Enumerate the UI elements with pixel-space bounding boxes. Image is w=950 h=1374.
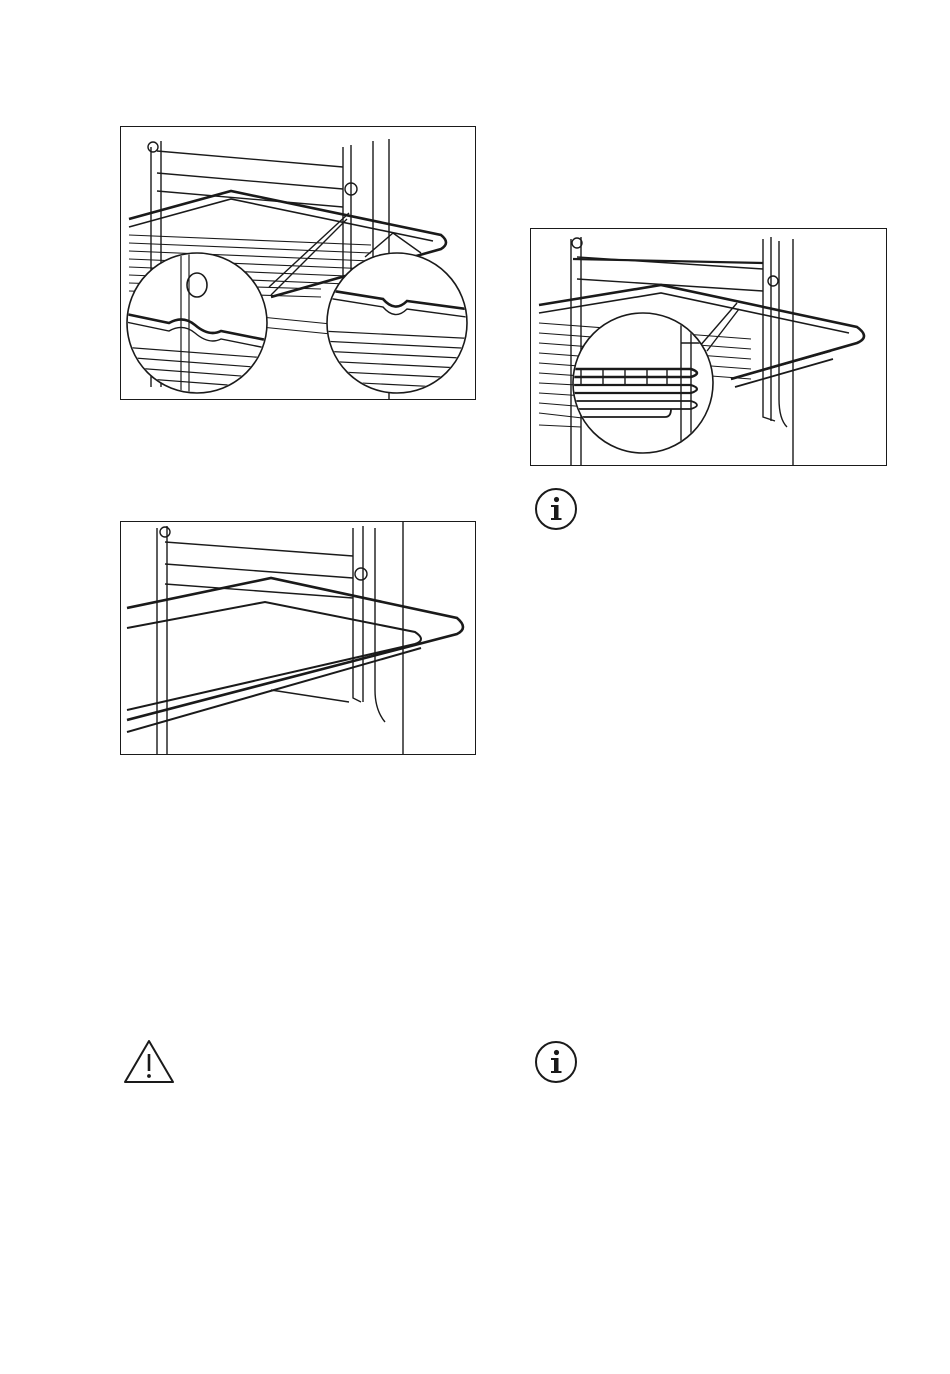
info-icon xyxy=(534,487,578,531)
figure-shelf-runner xyxy=(530,228,887,466)
oven-shelf-runner-illustration xyxy=(531,229,886,465)
figure-wire-shelf-insert xyxy=(120,126,476,400)
figure-tray-insert xyxy=(120,521,476,755)
oven-baking-tray-illustration xyxy=(121,522,475,754)
warning-icon xyxy=(123,1039,175,1085)
info-icon xyxy=(534,1040,578,1084)
oven-wire-shelf-illustration xyxy=(121,127,475,399)
